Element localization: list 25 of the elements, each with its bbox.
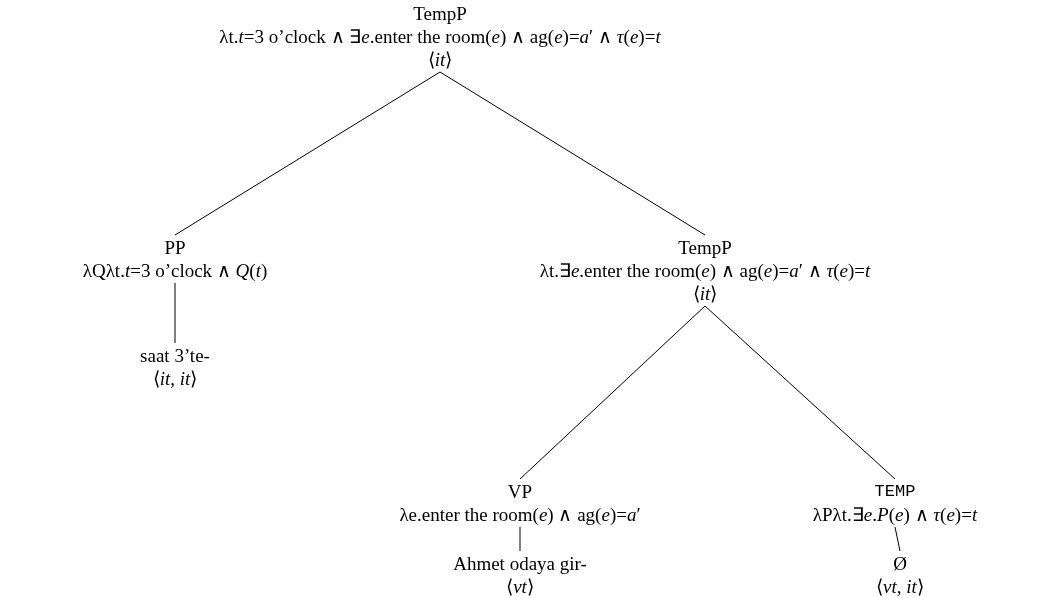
semantic-formula: λPλt.∃e.P(e) ∧ τ(e)=t (812, 503, 978, 526)
type-label: ⟨it⟩ (692, 282, 718, 305)
category-label: TempP (678, 236, 732, 259)
category-label: TempP (413, 2, 467, 25)
semantic-formula: λQλt.t=3 o’clock ∧ Q(t) (82, 259, 268, 282)
tree-branch (894, 526, 901, 552)
tree-branch (439, 71, 706, 236)
word-label: Ø (893, 552, 907, 575)
semantic-formula: λe.enter the room(e) ∧ ag(e)=a′ (399, 503, 641, 526)
tree-branch (519, 526, 521, 552)
semantic-formula: λt.∃e.enter the room(e) ∧ ag(e)=a′ ∧ τ(e)=t (539, 259, 871, 282)
type-label: ⟨vt⟩ (506, 575, 534, 598)
category-label: PP (164, 236, 186, 259)
type-label: ⟨vt, it⟩ (876, 575, 924, 598)
tree-branch (519, 305, 706, 480)
semantic-formula: λt.t=3 o’clock ∧ ∃e.enter the room(e) ∧ ag(e)=a′ ∧ τ(e)=t (219, 25, 661, 48)
tree-branch (174, 282, 176, 344)
word-label: saat 3’te- (140, 344, 210, 367)
tree-branch (704, 305, 896, 480)
category-label: VP (507, 480, 533, 503)
type-label: ⟨it, it⟩ (152, 367, 198, 390)
type-label: ⟨it⟩ (427, 48, 453, 71)
word-label: Ahmet odaya gir- (453, 552, 587, 575)
category-label: TEMP (874, 481, 916, 503)
tree-branch (174, 71, 441, 236)
